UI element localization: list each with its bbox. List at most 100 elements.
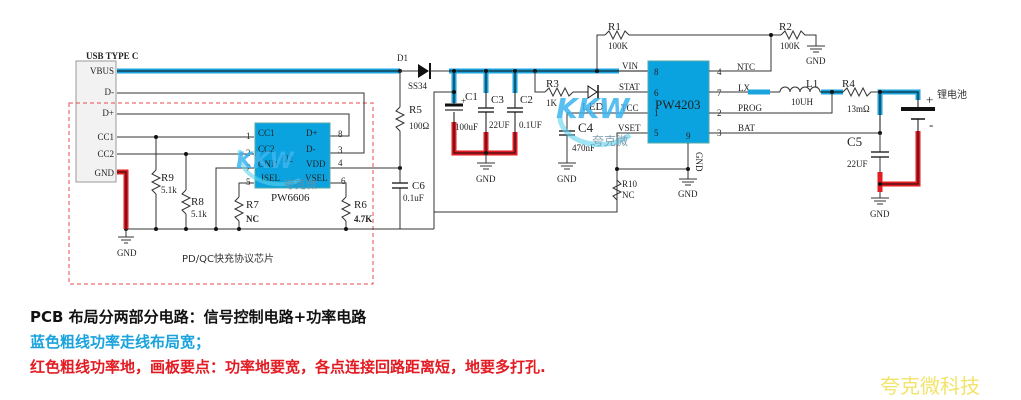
charger-pin-name: LX xyxy=(738,83,750,93)
charger-pin-name: VSET xyxy=(618,123,641,133)
charger-pin-num: 8 xyxy=(654,67,659,77)
r10-value: NC xyxy=(622,190,635,200)
note-line-3: 红色粗线功率地，画板要点：功率地要宽，各点连接回路距离短，地要多打孔. xyxy=(30,358,546,376)
pd-pin-name: GND xyxy=(258,159,278,169)
r6-value: 4.7K xyxy=(354,214,372,224)
charger-pin-name: TCC xyxy=(621,103,639,113)
pd-chip-ref: U2 xyxy=(282,154,293,164)
charger-chip-pw4203: PW4203 VIN STAT TCC VSET 8 6 1 5 4 7 2 3… xyxy=(618,60,763,172)
gnd-label: GND xyxy=(806,56,826,66)
led-ref: LED xyxy=(582,101,603,113)
diode-d1: D1 SS34 xyxy=(397,53,449,91)
pd-pin-name: VDD xyxy=(306,159,326,169)
gnd-symbol: GND xyxy=(678,178,698,199)
kkw-watermark: KKW 夸克微 xyxy=(236,149,317,191)
charger-pin-name: GND xyxy=(694,152,704,172)
d1-ref: D1 xyxy=(397,53,408,63)
c2-ref: C2 xyxy=(520,94,533,106)
r1-ref: R1 xyxy=(608,21,621,33)
charger-pin-num: 6 xyxy=(654,88,659,98)
r10-ref: R10 xyxy=(622,179,638,189)
capacitor-c1: + C1 100uF xyxy=(445,91,478,132)
gnd-label: GND xyxy=(678,189,698,199)
gnd-symbol: GND xyxy=(476,153,496,184)
charger-pin-num: 1 xyxy=(654,108,659,118)
c4-ref: C4 xyxy=(578,120,594,135)
usb-pin-dplus: D+ xyxy=(102,108,114,118)
pd-pin-num: 7 xyxy=(246,163,251,173)
r2-ref: R2 xyxy=(779,21,792,33)
r9-ref: R9 xyxy=(161,172,174,184)
resistor-r2: R2 100K GND xyxy=(709,21,826,72)
gnd-label: GND xyxy=(476,174,496,184)
watermark-text: 夸克微 xyxy=(592,134,628,148)
gnd-symbol: GND xyxy=(870,197,890,219)
pcb-layout-notes: PCB 布局分两部分电路：信号控制电路+功率电路 蓝色粗线功率走线布局宽； 红色… xyxy=(30,305,546,380)
r3-ref: R3 xyxy=(546,78,559,90)
r7-ref: R7 xyxy=(246,199,259,211)
usb-pin-cc2: CC2 xyxy=(97,149,114,159)
r10-branch: R10 NC xyxy=(434,132,688,213)
pd-wires xyxy=(117,92,400,230)
pd-pin-name: D- xyxy=(306,144,316,154)
r2-value: 100K xyxy=(780,41,801,51)
pd-pin-num: 8 xyxy=(338,129,343,139)
l1-value: 10UH xyxy=(791,97,813,107)
charger-pin-name: VIN xyxy=(622,61,638,71)
pd-region-label: PD/QC快充协议芯片 xyxy=(182,252,274,265)
battery-minus: - xyxy=(929,117,933,132)
resistor-r1: R1 100K xyxy=(596,21,771,71)
c6-ref: C6 xyxy=(412,180,425,192)
charger-pin-num: 7 xyxy=(717,88,722,98)
charger-pin-name: BAT xyxy=(738,123,756,133)
r9-value: 5.1k xyxy=(161,185,177,195)
r8-value: 5.1k xyxy=(191,209,207,219)
l1-ref: L1 xyxy=(806,78,818,90)
charger-chip-body xyxy=(647,60,710,144)
r3-value: 1K xyxy=(546,98,558,108)
capacitor-c5: C5 22UF xyxy=(847,133,889,198)
usb-gnd-power-trace xyxy=(117,169,129,229)
usb-pin-dminus: D- xyxy=(105,87,115,97)
pd-chip-name: PW6606 xyxy=(271,192,310,204)
c3-ref: C3 xyxy=(491,94,504,106)
charger-pin-num: 4 xyxy=(717,67,722,77)
r5-c6-branch: R5 100Ω C6 0.1uF xyxy=(392,71,430,229)
capacitor-c2: C2 0.1UF xyxy=(507,94,542,130)
pd-pin-name: CC1 xyxy=(258,128,275,138)
resistor-r4: R4 13mΩ xyxy=(842,78,880,114)
svg-text:+: + xyxy=(461,96,466,106)
c5-value: 22UF xyxy=(847,159,868,169)
gnd-symbol: GND xyxy=(117,229,137,258)
r7-value: NC xyxy=(246,214,259,224)
circuit-schematic: USB TYPE C VBUS D- D+ CC1 CC2 GND PD/QC快… xyxy=(68,21,967,285)
capacitor-c3: C3 22UF xyxy=(478,94,510,130)
pd-pin-name: VSEL xyxy=(305,173,328,183)
note-line-2: 蓝色粗线功率走线布局宽； xyxy=(30,333,211,351)
usb-pin-cc1: CC1 xyxy=(97,132,114,142)
charger-pin-num: 9 xyxy=(686,131,691,141)
inductor-l1: L1 10UH xyxy=(779,78,821,107)
c1-feed-wire xyxy=(433,91,454,229)
c4-value: 470nF xyxy=(572,143,595,153)
c1-value: 100uF xyxy=(455,122,478,132)
pd-pin-num: 3 xyxy=(338,145,343,155)
pd-pin-num: 2 xyxy=(246,148,251,158)
pd-region-box xyxy=(68,102,374,285)
usb-pin-vbus: VBUS xyxy=(90,66,114,76)
brand-watermark: 夸克微科技 xyxy=(880,374,980,398)
usb-type-c-connector: USB TYPE C VBUS D- D+ CC1 CC2 GND xyxy=(75,51,138,183)
gnd-label: GND xyxy=(557,174,577,184)
c3-value: 22UF xyxy=(489,120,510,130)
charger-pin-name: NTC xyxy=(737,62,755,72)
watermark-text: 夸克微 xyxy=(284,177,317,191)
c5-ref: C5 xyxy=(847,134,862,149)
pd-pin-name: ISEL xyxy=(261,173,280,183)
c2-value: 0.1UF xyxy=(519,120,542,130)
pd-pin-num: 4 xyxy=(338,158,343,168)
charger-pin-num: 5 xyxy=(654,128,659,138)
r4-value: 13mΩ xyxy=(847,104,870,114)
pd-pin-num: 6 xyxy=(341,176,346,186)
watermark-logo: KKW xyxy=(236,149,296,174)
